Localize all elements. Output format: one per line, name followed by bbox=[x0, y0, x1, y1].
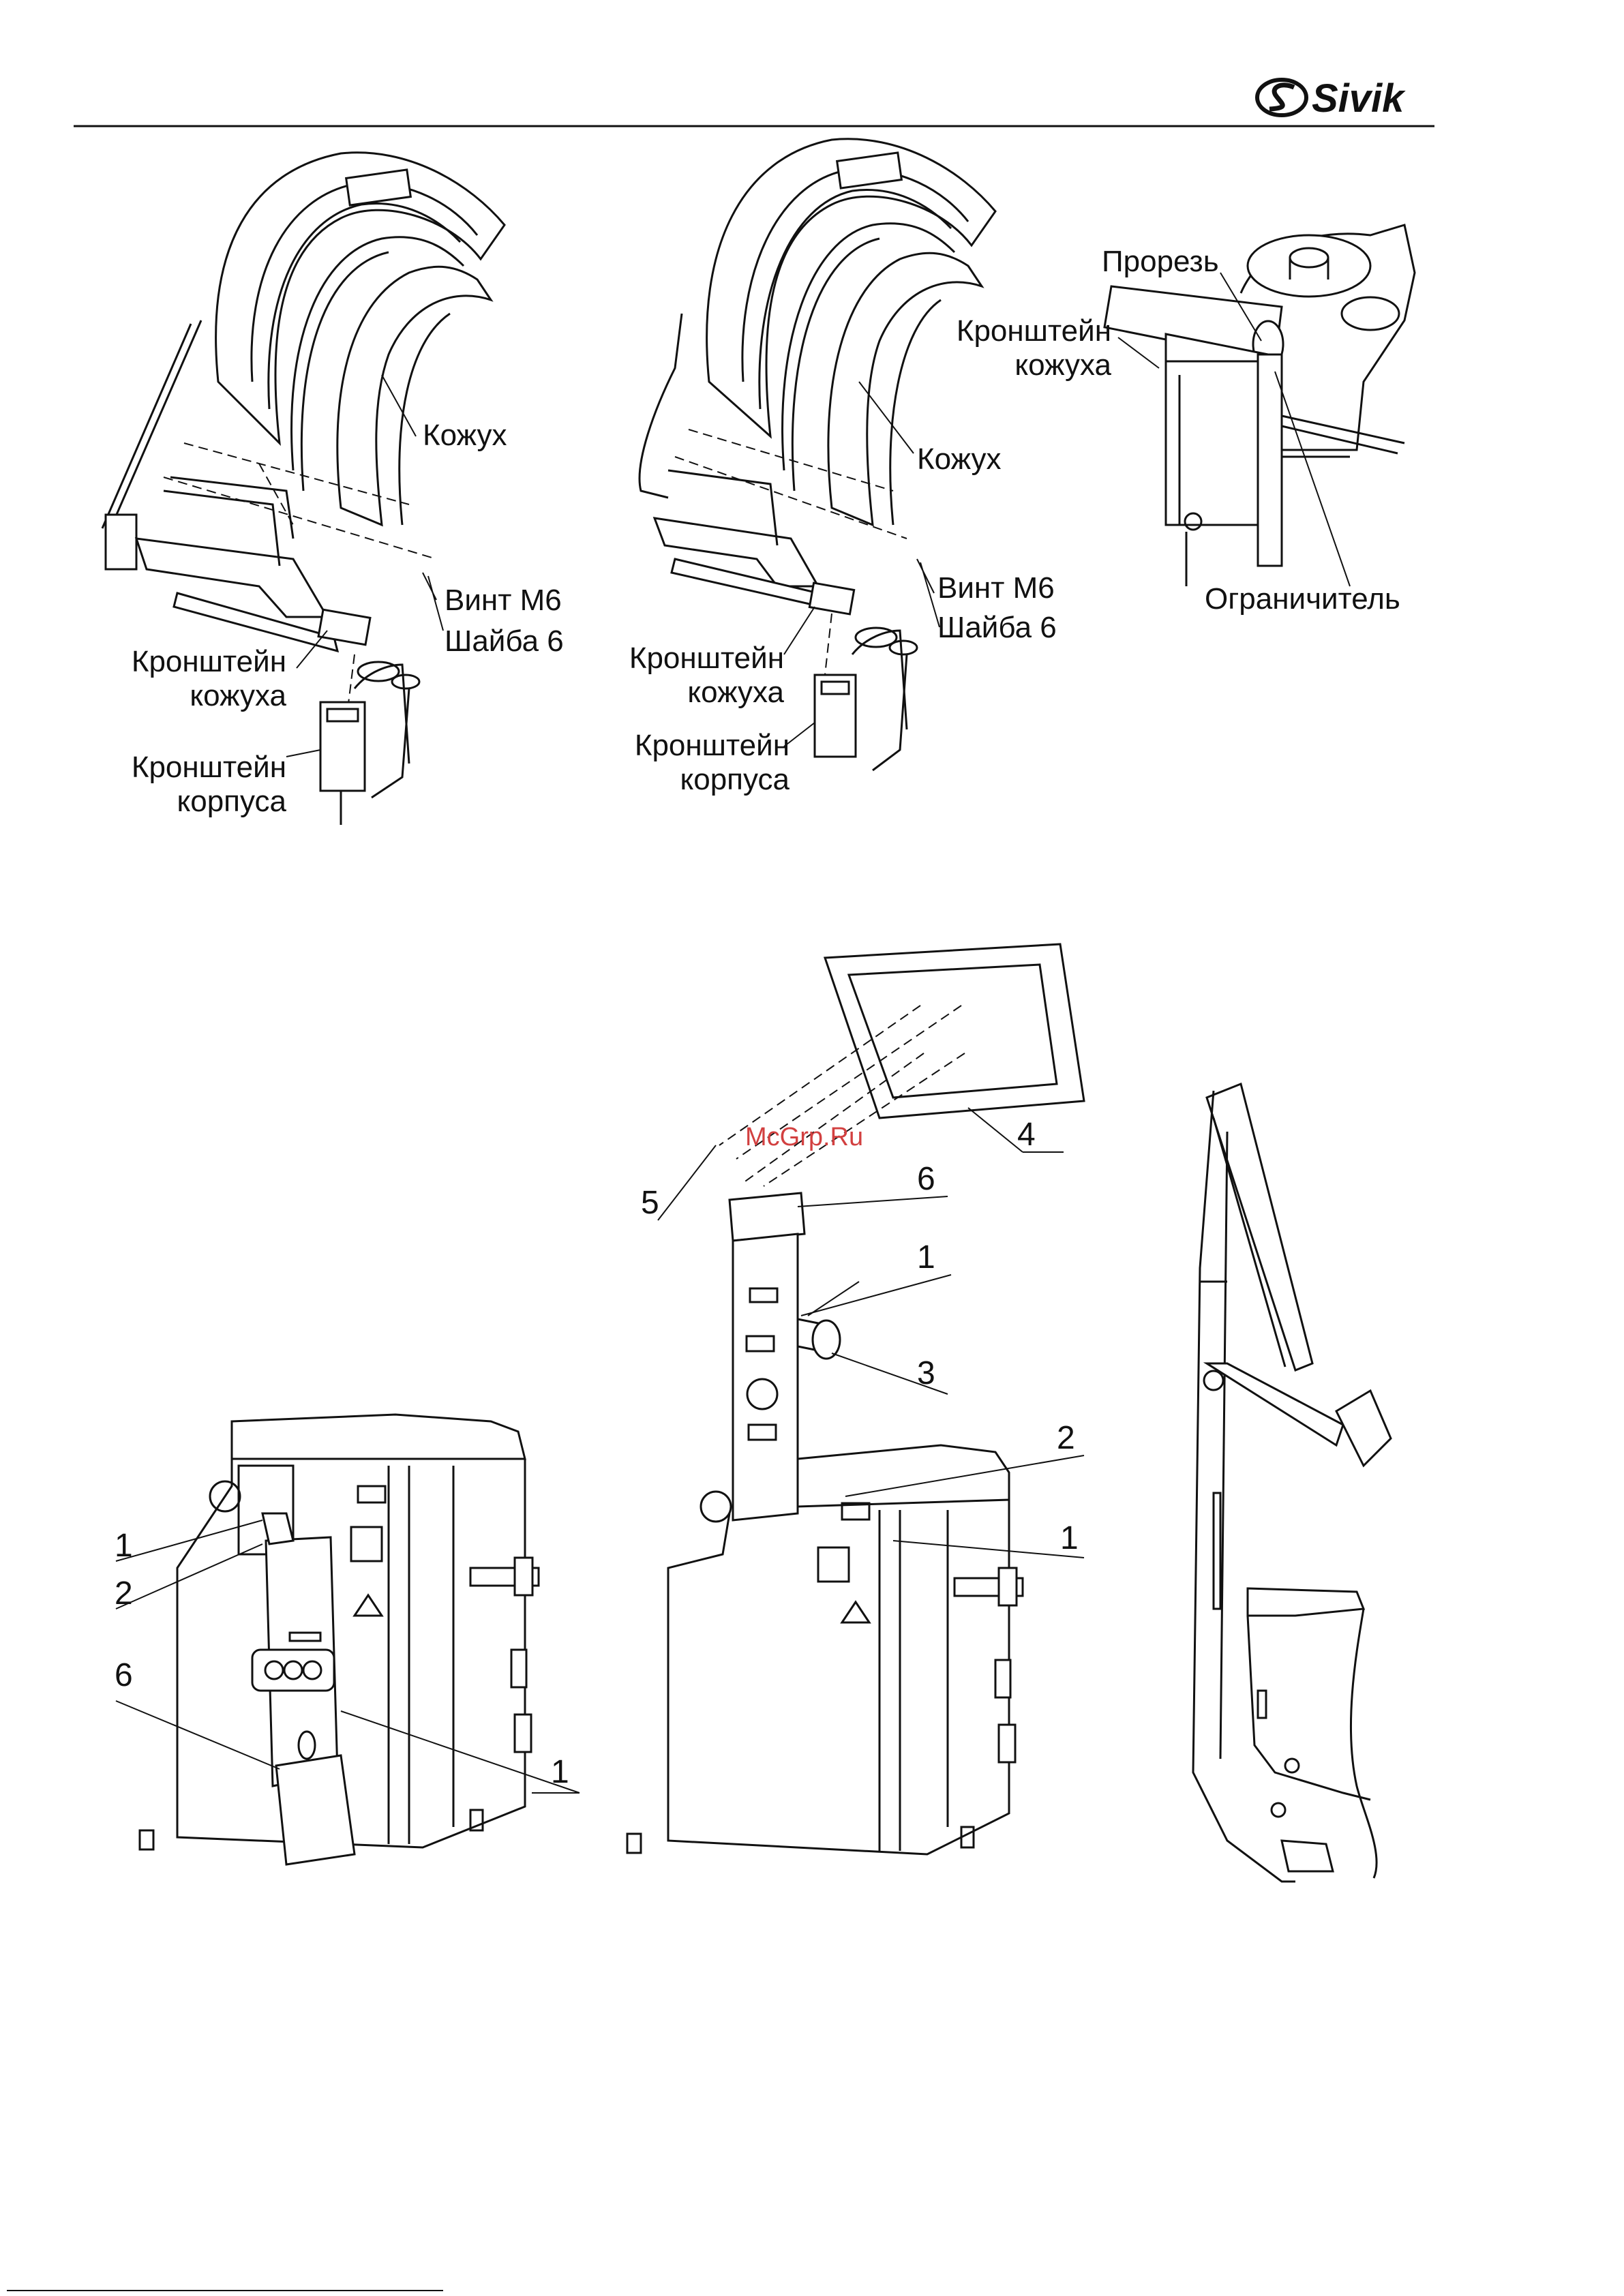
callout-1: 1 bbox=[917, 1239, 935, 1275]
sivik-logo: Sivik bbox=[1257, 76, 1406, 121]
label-shroud-bracket-line2: кожуха bbox=[190, 679, 286, 712]
callout-4: 4 bbox=[1017, 1117, 1036, 1153]
figure-monitor-mount: 4 5 McGrp.Ru 6 1 3 2 1 bbox=[627, 944, 1084, 1854]
keypad-bracket-drawing bbox=[252, 1513, 355, 1864]
fig4-leader-lines bbox=[116, 1520, 580, 1793]
callout-3: 3 bbox=[917, 1355, 935, 1391]
brand-name: Sivik bbox=[1312, 76, 1406, 121]
callout-1: 1 bbox=[1060, 1520, 1079, 1556]
callout-1: 1 bbox=[551, 1754, 569, 1790]
label-shroud: Кожух bbox=[423, 419, 507, 452]
label-shroud: Кожух bbox=[917, 442, 1002, 476]
figure-side-view bbox=[1193, 1084, 1391, 1882]
label-shroud-bracket-line2: кожуха bbox=[687, 676, 784, 709]
shaft-pins bbox=[470, 1558, 539, 1752]
body-bracket-drawing bbox=[320, 662, 419, 825]
side-view-drawing bbox=[1193, 1084, 1391, 1882]
body-bracket-drawing-2 bbox=[815, 628, 917, 770]
label-body-bracket-line1: Кронштейн bbox=[132, 751, 286, 784]
label-screw-m6: Винт М6 bbox=[937, 571, 1055, 605]
label-body-bracket-line1: Кронштейн bbox=[635, 729, 790, 762]
page-header: Sivik bbox=[74, 76, 1434, 126]
label-body-bracket-line2: корпуса bbox=[177, 785, 287, 818]
label-washer-6: Шайба 6 bbox=[937, 611, 1057, 644]
keypad-display bbox=[252, 1650, 334, 1691]
shaft-pins-2 bbox=[954, 1568, 1023, 1762]
callout-6: 6 bbox=[115, 1657, 133, 1693]
figure-machine-keypad: 1 2 6 1 bbox=[115, 1415, 580, 1864]
figure-bracket-detail: Прорезь Кронштейн кожуха Ограничитель bbox=[957, 225, 1415, 616]
label-shroud-bracket-line1: Кронштейн bbox=[629, 641, 784, 675]
shroud-drawing bbox=[102, 153, 505, 532]
label-shroud-bracket-line1: Кронштейн bbox=[132, 645, 286, 678]
callout-6: 6 bbox=[917, 1161, 935, 1197]
label-shroud-bracket-line1: Кронштейн bbox=[957, 314, 1111, 348]
label-slot: Прорезь bbox=[1102, 245, 1219, 278]
label-limiter: Ограничитель bbox=[1205, 582, 1400, 616]
label-screw-m6: Винт М6 bbox=[445, 584, 562, 617]
callout-2: 2 bbox=[1057, 1420, 1075, 1456]
machine-body-drawing-2 bbox=[627, 1445, 1023, 1854]
figure-shroud-mount-middle: Кожух Винт М6 Шайба 6 Кронштейн кожуха К… bbox=[629, 139, 1057, 796]
callout-2: 2 bbox=[115, 1575, 133, 1612]
watermark-text: McGrp.Ru bbox=[745, 1123, 863, 1151]
label-washer-6: Шайба 6 bbox=[445, 624, 564, 658]
bracket-detail-drawing bbox=[1104, 225, 1415, 586]
label-shroud-bracket-line2: кожуха bbox=[1014, 348, 1111, 382]
label-body-bracket-line2: корпуса bbox=[680, 763, 790, 796]
callout-5: 5 bbox=[641, 1185, 659, 1221]
figure-shroud-mount-left: Кожух Винт М6 Шайба 6 Кронштейн кожуха К… bbox=[102, 153, 564, 825]
arm-assembly-drawing-2 bbox=[655, 429, 907, 675]
callout-1: 1 bbox=[115, 1528, 133, 1564]
